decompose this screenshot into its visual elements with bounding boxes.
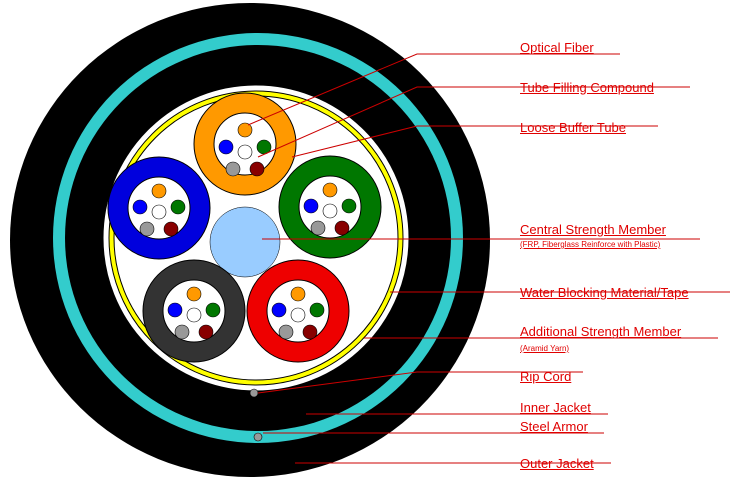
leader-loose-buffer — [291, 125, 658, 158]
central-strength-member — [209, 206, 281, 278]
fiber-gray — [225, 161, 241, 177]
fiber-gray — [139, 221, 155, 237]
leader-optical-fiber — [247, 53, 620, 126]
fiber-green — [170, 199, 186, 215]
buffer-tube-gray — [142, 259, 246, 363]
leader-lines — [247, 53, 730, 464]
buffer-tube-green — [278, 155, 382, 259]
fiber-blue — [303, 198, 319, 214]
label-central-strength-member-note: (FRP, Fiberglass Reinforce with Plastic) — [520, 240, 661, 249]
fiber-white — [237, 144, 253, 160]
label-central-strength-member: Central Strength Member — [520, 222, 666, 237]
fiber-brown — [334, 220, 350, 236]
fiber-white — [186, 307, 202, 323]
fiber-green — [205, 302, 221, 318]
fiber-brown — [198, 324, 214, 340]
tube-inner — [213, 112, 277, 176]
label-additional-strength-member-note: (Aramid Yarn) — [520, 344, 570, 353]
fiber-gray — [278, 324, 294, 340]
leader-tube-filling — [257, 86, 690, 158]
fiber-blue — [271, 302, 287, 318]
fiber-blue — [218, 139, 234, 155]
label-water-blocking: Water Blocking Material/Tape — [520, 285, 689, 300]
fiber-white — [151, 204, 167, 220]
fiber-blue — [132, 199, 148, 215]
fiber-green — [341, 198, 357, 214]
rip-cord-outer — [253, 432, 263, 442]
leader-rip-cord — [257, 371, 583, 394]
fiber-gray — [174, 324, 190, 340]
rip-cord-inner — [249, 388, 259, 398]
label-inner-jacket: Inner Jacket — [520, 400, 591, 415]
label-tube-filling-compound: Tube Filling Compound — [520, 80, 654, 95]
fiber-orange — [237, 122, 253, 138]
cable-layers — [10, 3, 490, 477]
label-additional-strength-member: Additional Strength Member — [520, 324, 682, 339]
label-steel-armor: Steel Armor — [520, 419, 588, 434]
buffer-tube-orange — [193, 92, 297, 196]
fiber-gray — [310, 220, 326, 236]
fiber-orange — [322, 182, 338, 198]
fiber-brown — [249, 161, 265, 177]
fiber-orange — [186, 286, 202, 302]
fiber-green — [309, 302, 325, 318]
label-outer-jacket: Outer Jacket — [520, 456, 594, 471]
fiber-orange — [290, 286, 306, 302]
fiber-white — [322, 203, 338, 219]
buffer-tube-red — [246, 259, 350, 363]
fiber-brown — [163, 221, 179, 237]
label-rip-cord: Rip Cord — [520, 369, 572, 384]
buffer-tube-blue — [107, 156, 211, 260]
fiber-brown — [302, 324, 318, 340]
fiber-blue — [167, 302, 183, 318]
label-loose-buffer-tube: Loose Buffer Tube — [520, 120, 627, 135]
fiber-orange — [151, 183, 167, 199]
label-optical-fiber: Optical Fiber — [520, 40, 594, 55]
fiber-white — [290, 307, 306, 323]
